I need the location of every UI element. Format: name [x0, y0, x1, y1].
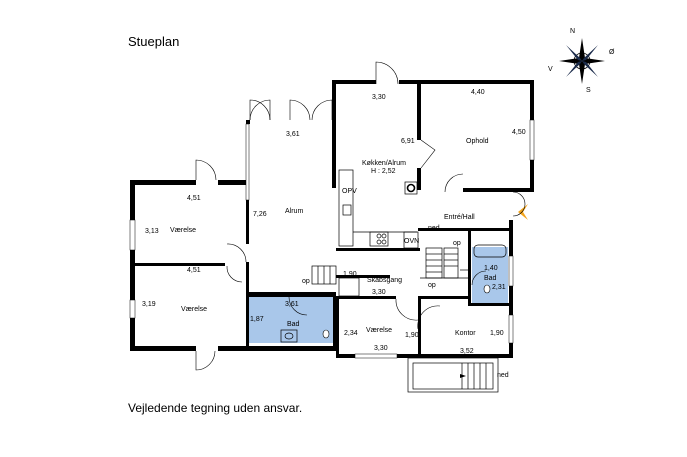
dim-bad-2-width: 1,40: [484, 265, 498, 272]
dim-vaerelse-1-width: 4,51: [187, 195, 201, 202]
room-bad-2: Bad: [484, 275, 497, 282]
room-entre: Entré/Hall: [444, 214, 475, 221]
dim-alrum-length: 7,26: [253, 211, 267, 218]
compass-e: Ø: [609, 49, 615, 56]
label-ovn: OVN: [404, 238, 419, 245]
dim-kontor-width: 3,52: [460, 348, 474, 355]
dim-vaerelse-3-width: 2,34: [344, 330, 358, 337]
room-koekken-height: H : 2,52: [371, 168, 396, 175]
room-vaerelse-3: Værelse: [366, 327, 392, 334]
room-skabsgang: Skabsgang: [367, 277, 402, 284]
room-kontor: Kontor: [455, 330, 476, 337]
room-koekken: Køkken/Alrum: [362, 160, 406, 167]
room-vaerelse-1: Værelse: [170, 227, 196, 234]
room-vaerelse-2: Værelse: [181, 306, 207, 313]
dim-vaerelse-2-length: 3,19: [142, 301, 156, 308]
compass-icon: N S V Ø: [548, 28, 615, 94]
dim-skabsgang-length: 3,30: [372, 289, 386, 296]
compass-s: S: [586, 87, 591, 94]
label-opv: OPV: [342, 188, 357, 195]
dim-koekken-width: 3,30: [372, 94, 386, 101]
room-alrum: Alrum: [285, 208, 303, 215]
bathroom-2-fill: [472, 247, 508, 303]
dim-koekken-length: 6,91: [401, 138, 415, 145]
compass-n: N: [570, 28, 575, 35]
dim-vaerelse-2-width: 4,51: [187, 267, 201, 274]
dim-kontor-length: 1,90: [490, 330, 504, 337]
compass-w: V: [548, 66, 553, 73]
dim-ophold-width: 4,40: [471, 89, 485, 96]
stair-label-op-1: op: [302, 278, 310, 285]
plan-title: Stueplan: [128, 34, 180, 49]
dim-vaerelse-3-bottom: 3,30: [374, 345, 388, 352]
entrance-arrow-icon: [518, 204, 528, 220]
walls: [130, 80, 534, 358]
dim-ophold-length: 4,50: [512, 129, 526, 136]
interior-lines: [280, 169, 528, 393]
stair-label-op-2: op: [453, 240, 461, 247]
dim-bad-2-length: 2,31: [492, 284, 506, 291]
room-bad-1: Bad: [287, 321, 300, 328]
dim-vaerelse-1-length: 3,13: [145, 228, 159, 235]
dim-bad-1-width: 3,61: [285, 301, 299, 308]
stair-label-ned-2: ned: [497, 372, 509, 379]
dim-alrum-width: 3,61: [286, 131, 300, 138]
dim-vaerelse-3-side: 1,90: [405, 332, 419, 339]
bathroom-1-fill: [249, 297, 336, 343]
dim-bad-1-length: 1,87: [250, 316, 264, 323]
stair-label-op-3: op: [428, 282, 436, 289]
disclaimer-note: Vejledende tegning uden ansvar.: [128, 401, 303, 415]
stair-label-ned-1: ned: [428, 225, 440, 232]
windows: [129, 119, 535, 359]
room-ophold: Ophold: [466, 138, 489, 145]
dim-skabsgang-width: 1,90: [343, 271, 357, 278]
doors: [195, 61, 526, 371]
